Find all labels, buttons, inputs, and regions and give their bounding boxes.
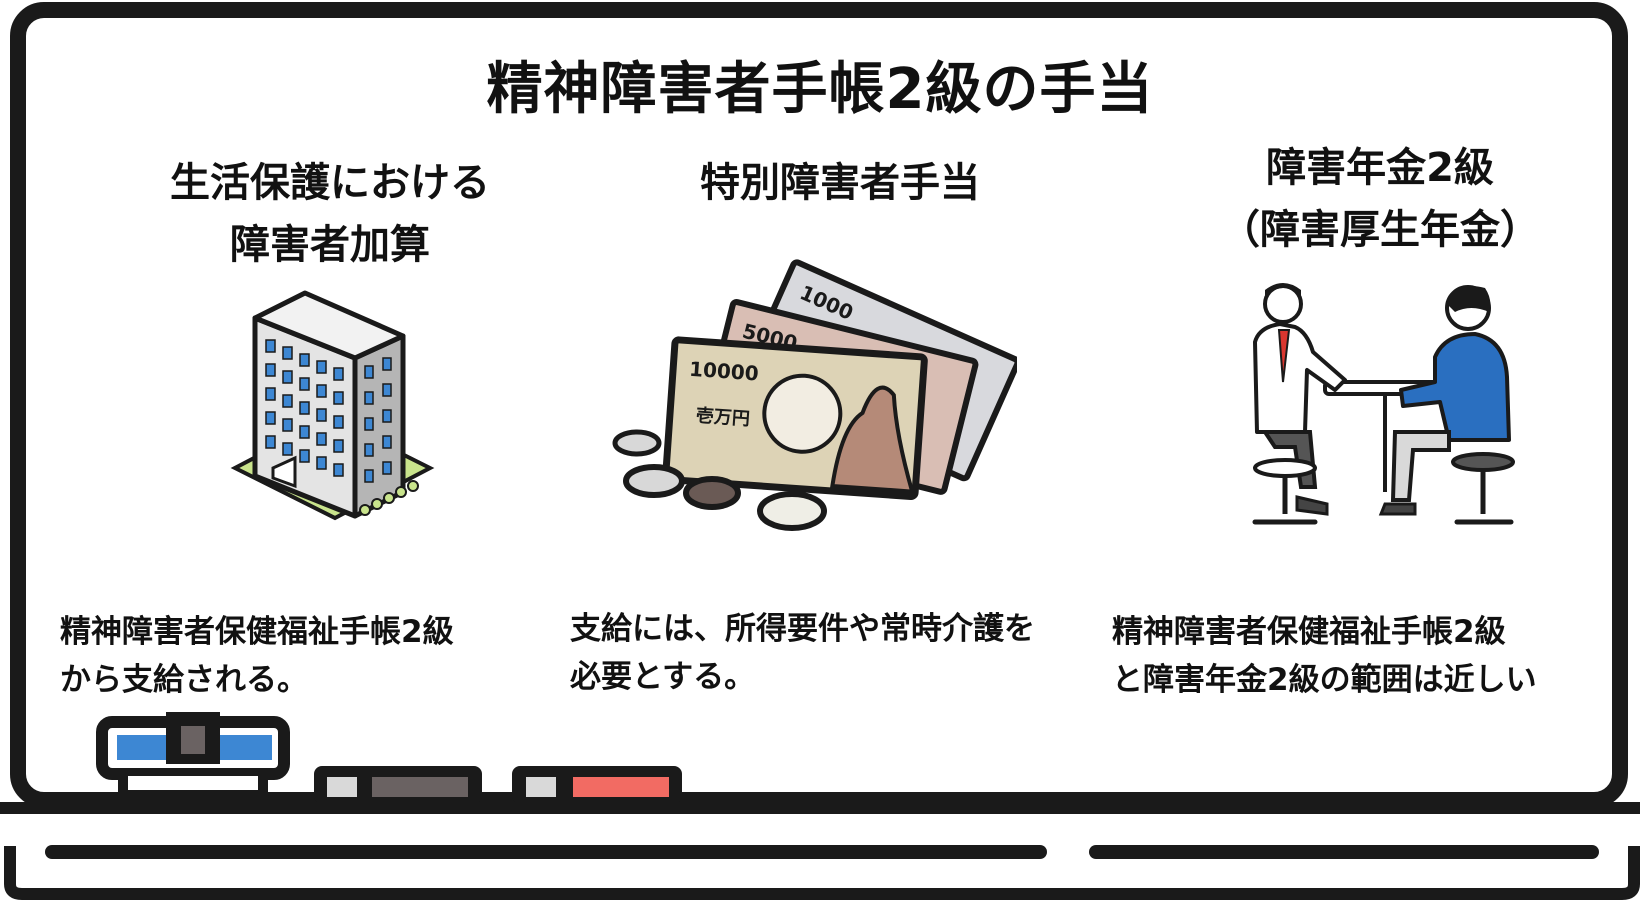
blue-marker-icon <box>96 712 290 798</box>
yen-banknotes-coins-icon: 1000 5000 10000 壱万円 <box>612 259 1017 531</box>
red-marker-icon <box>512 766 682 804</box>
description-line: 精神障害者保健福祉手帳2級 <box>60 614 454 650</box>
heading-line: 生活保護における <box>170 160 490 206</box>
heading-line: （障害厚生年金） <box>1220 207 1540 253</box>
note-ichiman-en-label: 壱万円 <box>695 404 750 430</box>
column-description-disability-pension: 精神障害者保健福祉手帳2級 と障害年金2級の範囲は近しい <box>1112 608 1537 704</box>
gray-marker-icon <box>314 766 482 804</box>
marker-tray <box>0 802 1640 900</box>
doctor-patient-consultation-icon <box>1252 283 1515 525</box>
apartment-building-icon <box>230 290 435 521</box>
column-description-welfare-addition: 精神障害者保健福祉手帳2級 から支給される。 <box>60 608 454 704</box>
description-line: 支給には、所得要件や常時介護を <box>570 611 1035 647</box>
column-description-special-allowance: 支給には、所得要件や常時介護を 必要とする。 <box>570 605 1035 701</box>
page-title: 精神障害者手帳2級の手当 <box>486 57 1154 122</box>
description-line: 必要とする。 <box>570 659 756 695</box>
column-heading-welfare-addition: 生活保護における 障害者加算 <box>80 152 580 276</box>
heading-line: 障害年金2級 <box>1266 145 1494 191</box>
description-line: から支給される。 <box>60 662 308 698</box>
column-heading-special-allowance: 特別障害者手当 <box>590 152 1090 214</box>
description-line: 精神障害者保健福祉手帳2級 <box>1112 614 1506 650</box>
column-heading-disability-pension: 障害年金2級 （障害厚生年金） <box>1130 137 1630 261</box>
note-10000-label: 10000 <box>688 357 759 386</box>
description-line: と障害年金2級の範囲は近しい <box>1112 662 1537 698</box>
heading-line: 特別障害者手当 <box>700 160 980 206</box>
heading-line: 障害者加算 <box>230 222 430 268</box>
